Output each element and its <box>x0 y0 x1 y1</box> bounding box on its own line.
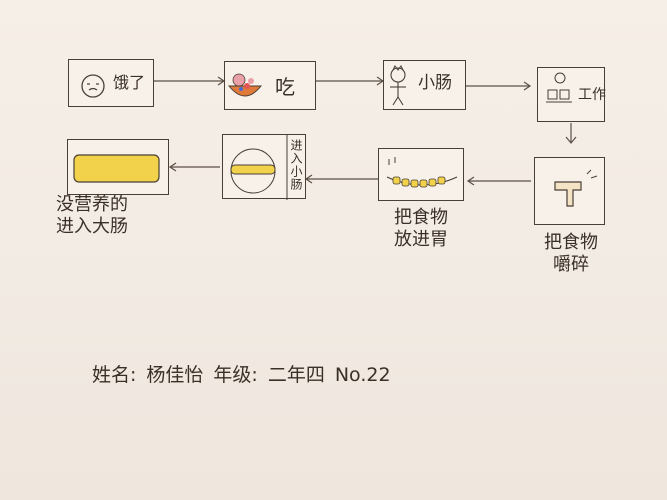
large-intestine-icon <box>73 154 160 183</box>
step-intestine-box: 进入小肠 <box>222 134 306 200</box>
signature-line: 姓名: 杨佳怡年级: 二年四 No.22 <box>92 360 401 387</box>
stomach-caption: 把食物 放进胃 <box>394 207 448 250</box>
food-bowl-icon <box>227 73 263 97</box>
name-label: 姓名: <box>92 364 137 386</box>
eat-label: 吃 <box>275 75 295 99</box>
name-value: 杨佳怡 <box>146 364 204 386</box>
arrow-head <box>565 136 577 144</box>
arrow-head <box>466 176 475 186</box>
intestine-icon <box>230 135 288 200</box>
step-chew-box <box>534 157 605 225</box>
worker-icon <box>546 72 572 103</box>
work-label: 工作 <box>578 87 606 103</box>
arrow-head <box>523 81 532 91</box>
student-number: No.22 <box>334 364 391 386</box>
teeth-food-icon <box>386 157 458 188</box>
grade-value: 二年四 <box>267 364 325 386</box>
step-colon-box <box>67 139 169 195</box>
hungry-face-icon <box>81 74 105 98</box>
tooth-icon <box>554 169 598 207</box>
child-sketch-icon <box>390 65 406 106</box>
intestine-side-label: 进入小肠 <box>289 139 303 191</box>
digest-label: 小肠 <box>418 73 452 93</box>
step-stomach-box <box>378 148 464 201</box>
step-work-box: 工作 <box>537 67 606 122</box>
step-hungry-box: 饿了 <box>68 59 154 107</box>
grade-label: 年级: <box>213 364 258 386</box>
step-eat-box: 吃 <box>224 61 316 110</box>
arrow-head <box>304 174 313 184</box>
step-digest-box: 小肠 <box>383 60 466 110</box>
colon-caption: 没营养的 进入大肠 <box>56 194 128 237</box>
chew-caption: 把食物 嚼碎 <box>544 232 598 275</box>
hungry-label: 饿了 <box>113 73 146 92</box>
arrow-head <box>168 162 177 172</box>
